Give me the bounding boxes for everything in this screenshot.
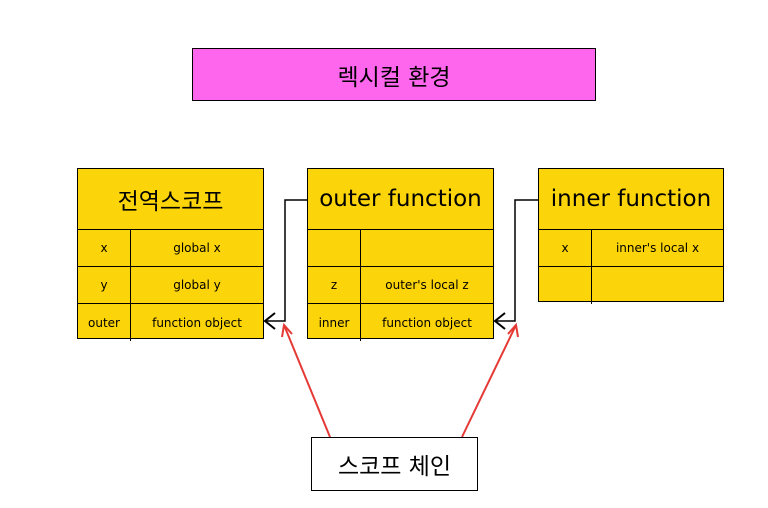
variable-name: outer [78, 304, 131, 341]
scope-chain-arrow-left [283, 324, 331, 438]
variable-value: inner's local x [615, 241, 700, 255]
table-row: z outer's local z [308, 267, 493, 304]
table-row: y global y [78, 267, 263, 304]
outer-function-header: outer function [308, 169, 493, 230]
table-row [539, 267, 723, 304]
variable-value [361, 230, 493, 266]
variable-name: x [539, 230, 592, 266]
inner-function-table: inner function x inner's local x [538, 168, 724, 304]
variable-name [308, 230, 361, 266]
variable-value: global x [173, 241, 221, 255]
variable-value [592, 267, 723, 304]
variable-name: x [78, 230, 131, 266]
inner-reference-arrowhead [493, 312, 506, 330]
scope-chain-label-box: 스코프 체인 [311, 437, 478, 491]
global-scope-header: 전역스코프 [78, 169, 263, 230]
scope-chain-label: 스코프 체인 [337, 454, 452, 480]
diagram-title-text: 렉시컬 환경 [337, 64, 451, 91]
table-row: x inner's local x [539, 230, 723, 267]
outer-reference-arrow [265, 199, 307, 322]
diagram-title: 렉시컬 환경 [192, 48, 596, 101]
variable-name [539, 267, 592, 304]
table-row: outer function object [78, 304, 263, 341]
outer-function-table: outer function z outer's local z inner f… [307, 168, 494, 341]
variable-value: global y [173, 278, 221, 292]
variable-name: inner [308, 304, 361, 341]
scope-chain-arrowhead-left [281, 322, 293, 338]
table-row [308, 230, 493, 267]
global-scope-table: 전역스코프 x global x y global y outer functi… [77, 168, 264, 341]
outer-reference-arrowhead [263, 312, 276, 330]
variable-value: function object [152, 315, 242, 330]
table-row: inner function object [308, 304, 493, 341]
inner-reference-arrow [495, 199, 538, 322]
scope-chain-arrow-right [461, 324, 517, 438]
variable-value: function object [382, 315, 472, 330]
variable-value: outer's local z [385, 278, 469, 292]
table-row: x global x [78, 230, 263, 267]
inner-function-header: inner function [539, 169, 723, 230]
variable-name: z [308, 267, 361, 303]
variable-name: y [78, 267, 131, 303]
scope-chain-arrowhead-right [507, 322, 519, 338]
